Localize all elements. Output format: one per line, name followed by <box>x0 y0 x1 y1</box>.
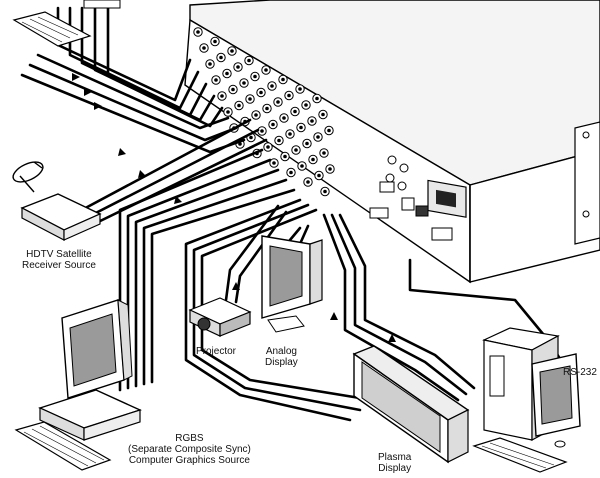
plasma-label-line2: Display <box>378 463 412 474</box>
bnc-pin <box>271 122 275 127</box>
bnc-pin <box>328 167 332 171</box>
rgbs-computer <box>14 299 142 471</box>
bnc-pin <box>230 49 234 53</box>
bnc-pin <box>277 138 281 143</box>
rgbs-label: RGBS (Separate Composite Sync) Computer … <box>128 433 251 478</box>
plasma-display-label: Plasma Display <box>378 452 411 474</box>
bnc-pin <box>299 125 303 130</box>
bnc-pin <box>202 46 206 50</box>
satellite-dish <box>12 161 44 183</box>
bnc-pin <box>294 148 298 152</box>
projector-lens <box>197 317 211 331</box>
bnc-pin <box>265 106 269 111</box>
projector-label: Projector <box>196 346 236 357</box>
bnc-pin <box>247 58 251 63</box>
matrix-switcher <box>184 0 600 284</box>
keyboard-topleft <box>12 0 121 47</box>
bnc-pin <box>236 65 240 69</box>
rs232-label: RS-232 <box>563 367 597 378</box>
bnc-pin <box>208 62 212 66</box>
rgbs-label-line3: Computer Graphics Source <box>128 455 250 466</box>
bnc-pin <box>272 161 276 165</box>
rgbs-label-line1: RGBS <box>175 433 204 444</box>
projector-label-text: Projector <box>196 346 237 357</box>
hdtv-label-line2: Receiver Source <box>22 260 96 271</box>
bnc-pin <box>298 87 302 91</box>
bnc-pin <box>305 141 309 146</box>
bnc-pin <box>249 135 253 140</box>
bnc-pin <box>317 173 321 178</box>
bnc-pin <box>310 119 314 123</box>
bnc-pin <box>254 113 258 117</box>
bnc-pin <box>260 129 264 133</box>
bnc-pin <box>321 112 325 117</box>
bnc-pin <box>316 135 320 139</box>
bnc-pin <box>266 145 270 149</box>
bnc-pin <box>283 154 287 159</box>
bnc-pin <box>282 116 286 120</box>
bnc-pin <box>242 81 246 85</box>
plasma-display <box>352 345 470 464</box>
bnc-pin <box>289 170 293 175</box>
bnc-pin <box>220 94 224 98</box>
bnc-pin <box>281 77 285 82</box>
hdtv-label: HDTV Satellite Receiver Source <box>22 249 96 271</box>
hdtv-satellite-receiver <box>12 161 102 241</box>
bnc-pin <box>248 97 252 101</box>
projector <box>188 297 252 337</box>
bnc-pin <box>300 164 304 168</box>
bnc-pin <box>288 132 292 136</box>
rgbs-label-line2: (Separate Composite Sync) <box>128 444 251 455</box>
analog-display <box>261 235 323 333</box>
bnc-pin <box>311 157 315 162</box>
bnc-pin <box>225 71 229 76</box>
bnc-pin <box>322 151 326 155</box>
bnc-pin <box>287 93 291 98</box>
bnc-pin <box>253 74 257 79</box>
bnc-pin <box>214 78 218 82</box>
bnc-pin <box>231 87 235 92</box>
cable-arrows <box>72 73 396 342</box>
keyboard-right <box>472 437 568 473</box>
bnc-pin <box>219 55 223 60</box>
bnc-pin <box>237 103 241 108</box>
bnc-pin <box>323 189 327 194</box>
analog-display-label: Analog Display <box>265 346 298 368</box>
bnc-pin <box>304 103 308 107</box>
analog-label-line2: Display <box>265 357 298 368</box>
bnc-pin <box>259 90 263 95</box>
plasma-label-line1: Plasma <box>378 452 412 463</box>
bnc-pin <box>270 84 274 88</box>
bnc-pin <box>327 128 331 133</box>
bnc-pin <box>226 110 230 114</box>
bnc-pin <box>293 109 297 114</box>
bnc-pin <box>315 96 319 101</box>
hdtv-label-line1: HDTV Satellite <box>26 249 92 260</box>
bnc-pin <box>306 180 310 184</box>
rack-ear <box>574 121 600 245</box>
analog-label-line1: Analog <box>265 346 297 357</box>
rs232-label-text: RS-232 <box>563 367 597 378</box>
bnc-pin <box>196 30 200 34</box>
bnc-pin <box>213 39 217 44</box>
bnc-pin <box>264 68 268 72</box>
rs232-pc <box>472 327 581 473</box>
bnc-pin <box>276 100 280 104</box>
